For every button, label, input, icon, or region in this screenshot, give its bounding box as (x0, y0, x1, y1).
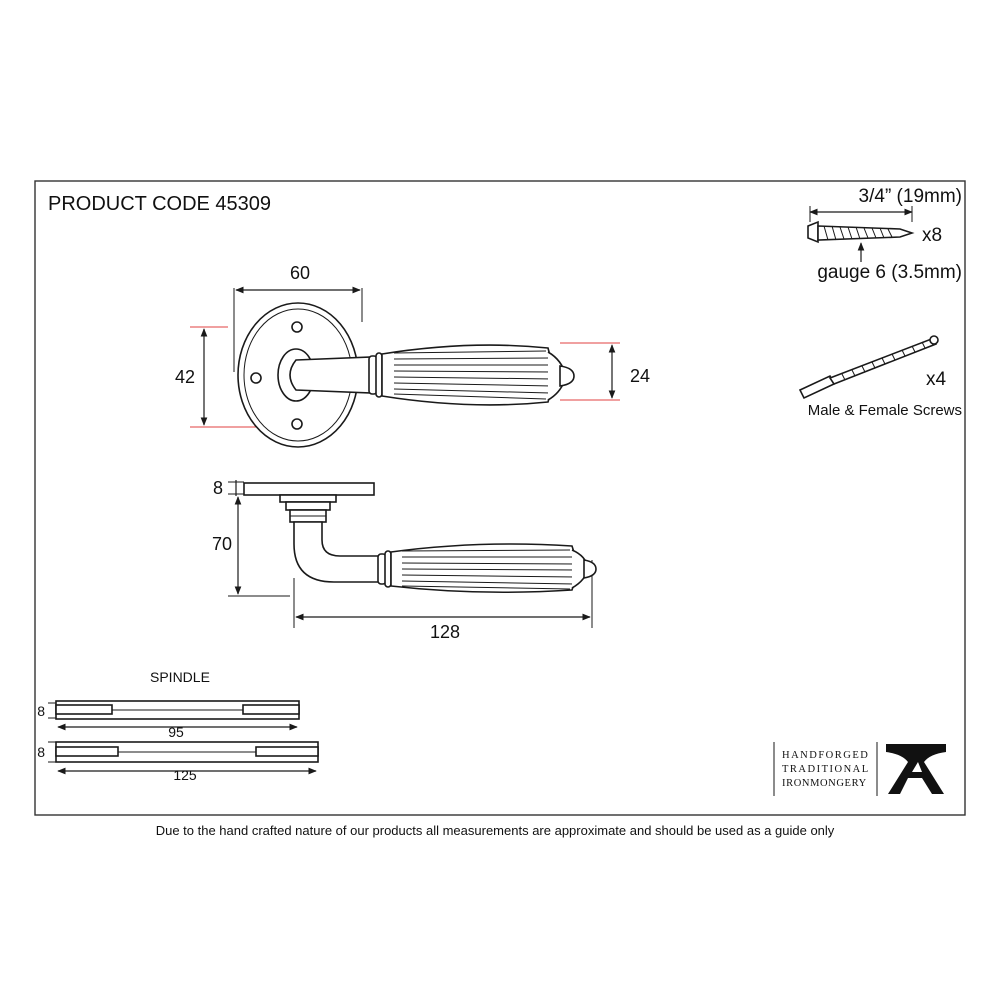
product-code: PRODUCT CODE 45309 (48, 193, 271, 215)
bolt-spec: x4 Male & Female Screws (798, 335, 962, 419)
brand-logo: HANDFORGED TRADITIONAL IRONMONGERY (773, 742, 946, 796)
dim-projection: 70 (212, 534, 232, 554)
dim-grip-height: 24 (630, 366, 650, 386)
wood-screw-icon (807, 220, 915, 244)
spindle-short-thickness: 8 (37, 703, 45, 719)
drawing-frame (34, 180, 966, 816)
screw-hole (291, 418, 303, 430)
brand-line-2: TRADITIONAL (782, 764, 870, 775)
bolt-label: Male & Female Screws (808, 402, 962, 419)
screw-hole (250, 372, 262, 384)
footer-disclaimer: Due to the hand crafted nature of our pr… (156, 823, 835, 838)
bolt-quantity: x4 (926, 369, 947, 390)
spindle-long: 8 125 (37, 741, 319, 783)
spindle-short-length: 95 (168, 724, 184, 740)
brand-line-3: IRONMONGERY (782, 778, 867, 789)
front-view: 60 42 24 (175, 263, 650, 448)
side-view: 8 70 128 (212, 478, 597, 642)
screw-hole (291, 321, 303, 333)
lever-neck (293, 521, 381, 583)
dim-rose-thickness: 8 (213, 478, 223, 498)
brand-line-1: HANDFORGED (782, 750, 869, 761)
screw-quantity: x8 (922, 225, 942, 246)
screw-spec: 3/4” (19mm) x8 gauge 6 (3.5mm) (807, 186, 962, 283)
spindle-section: SPINDLE 8 95 8 125 (37, 669, 319, 783)
dim-rose-width: 60 (290, 263, 310, 283)
dim-lever-length: 128 (430, 622, 460, 642)
screw-gauge: gauge 6 (3.5mm) (817, 262, 962, 283)
screw-length: 3/4” (19mm) (859, 186, 962, 207)
spindle-long-thickness: 8 (37, 744, 45, 760)
anvil-icon (886, 744, 946, 794)
spindle-title: SPINDLE (150, 669, 210, 685)
spindle-long-length: 125 (173, 767, 197, 783)
rose-plate-side (243, 482, 375, 496)
male-female-screw-icon (798, 335, 939, 400)
dim-rose-height: 42 (175, 367, 195, 387)
spindle-short: 8 95 (37, 700, 300, 740)
